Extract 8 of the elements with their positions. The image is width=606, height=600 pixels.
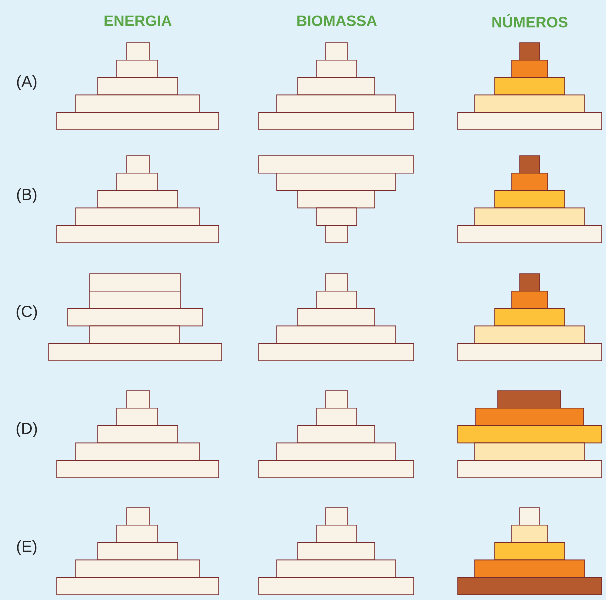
row-label: (B) xyxy=(17,188,37,204)
column-heading: NÚMEROS xyxy=(492,14,568,28)
column-heading: ENERGIA xyxy=(104,16,172,26)
column-heading: BIOMASSA xyxy=(298,16,378,26)
row-label: (D) xyxy=(16,422,38,438)
row-label: (E) xyxy=(17,540,37,556)
row-label: (C) xyxy=(16,306,38,320)
row-label: (A) xyxy=(17,76,37,90)
